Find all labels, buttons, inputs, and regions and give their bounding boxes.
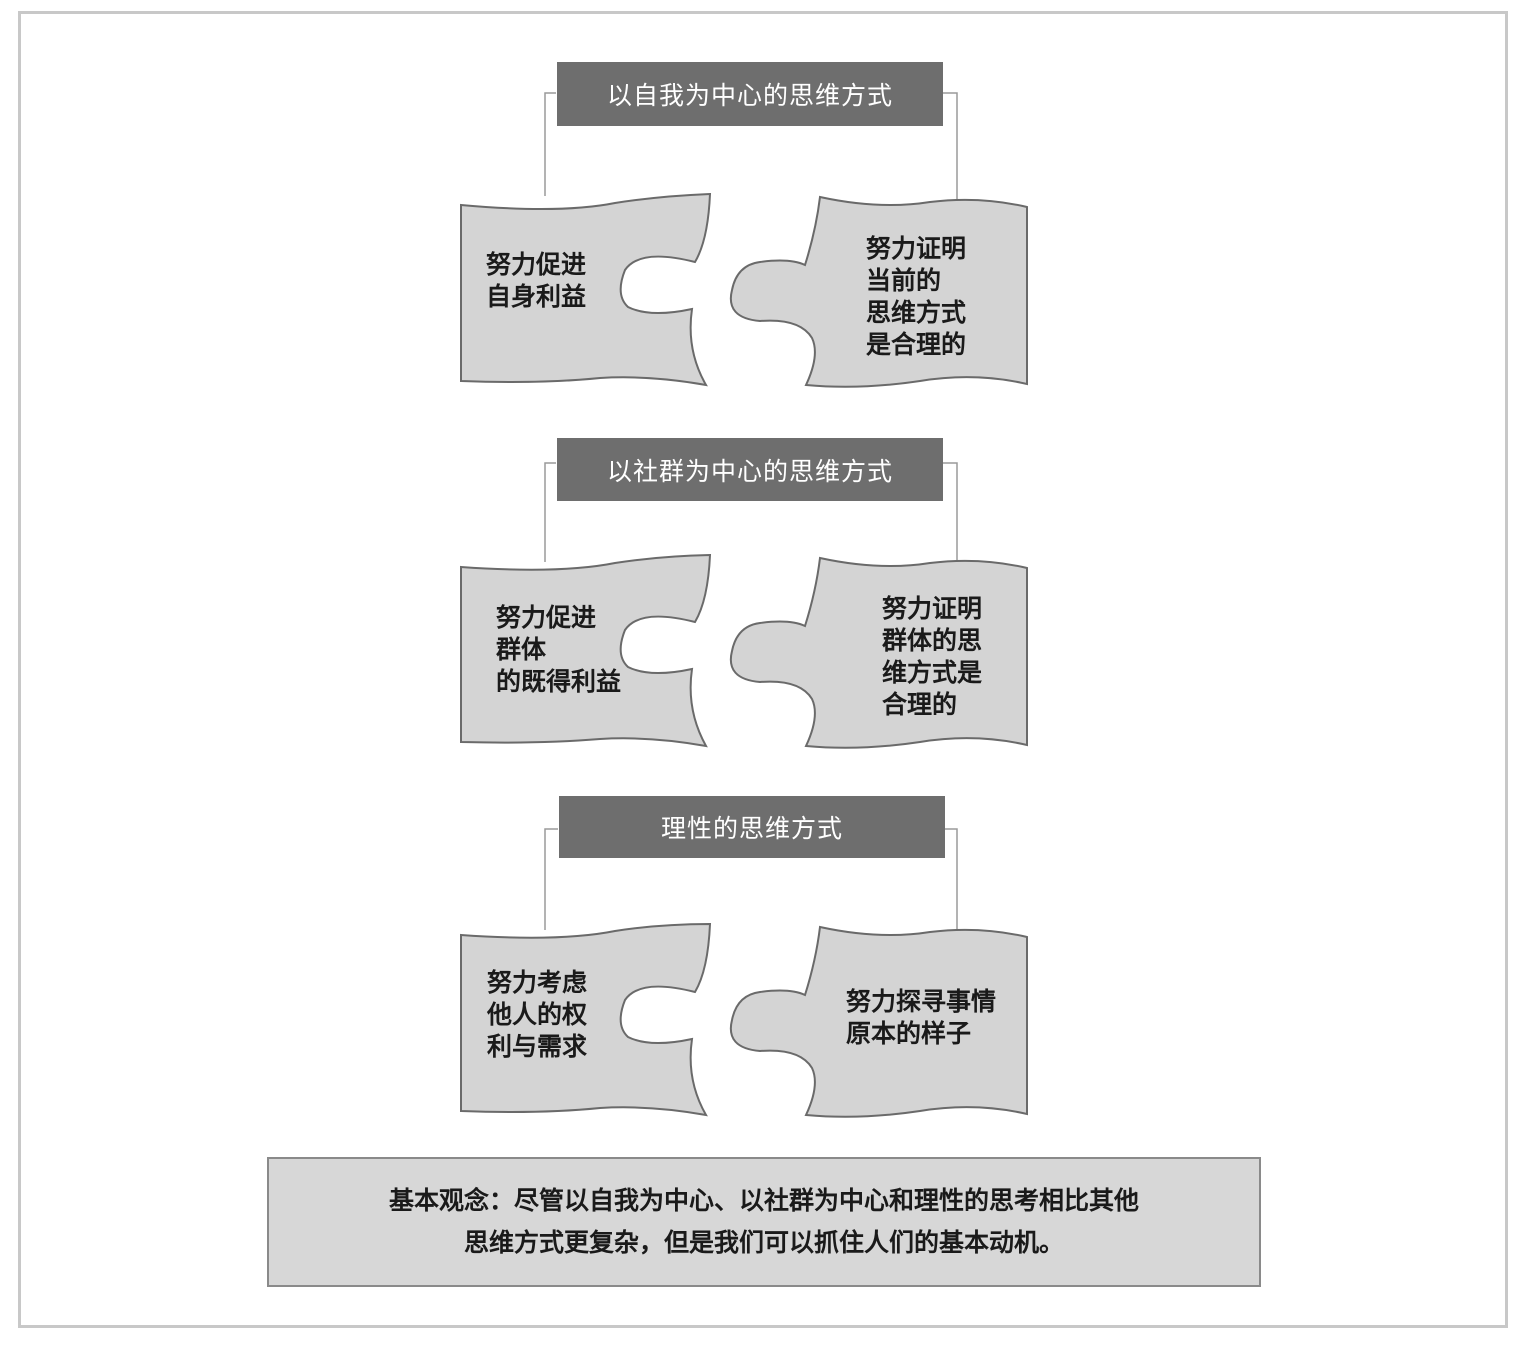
connector-left bbox=[544, 462, 556, 562]
puzzle-piece-left bbox=[460, 553, 712, 748]
connector-right bbox=[943, 92, 958, 202]
puzzle-piece-left bbox=[460, 922, 712, 1117]
right-piece-text: 努力证明 当前的 思维方式 是合理的 bbox=[866, 234, 967, 359]
right-piece-text: 努力证明 群体的思 维方式是 合理的 bbox=[882, 594, 983, 719]
summary-box: 基本观念：尽管以自我为中心、以社群为中心和理性的思考相比其他 思维方式更复杂，但… bbox=[267, 1157, 1261, 1287]
section-1-graphics bbox=[460, 92, 1028, 388]
section-header: 以自我为中心的思维方式 bbox=[557, 62, 943, 126]
puzzle-piece-right bbox=[729, 925, 1028, 1118]
summary-line-1: 基本观念：尽管以自我为中心、以社群为中心和理性的思考相比其他 bbox=[388, 1186, 1139, 1215]
left-piece-text: 努力促进 自身利益 bbox=[486, 250, 587, 311]
section-header: 以社群为中心的思维方式 bbox=[557, 438, 943, 501]
left-piece-text: 努力考虑 他人的权 利与需求 bbox=[487, 968, 588, 1061]
puzzle-piece-right bbox=[729, 195, 1028, 388]
connector-right bbox=[943, 462, 958, 563]
summary-line-2: 思维方式更复杂，但是我们可以抓住人们的基本动机。 bbox=[463, 1228, 1064, 1257]
section-3-graphics bbox=[460, 828, 1028, 1118]
section-header: 理性的思维方式 bbox=[559, 796, 945, 858]
puzzle-piece-right bbox=[729, 556, 1028, 749]
left-piece-text: 努力促进 群体 的既得利益 bbox=[496, 603, 622, 696]
section-2-graphics bbox=[460, 462, 1028, 749]
connector-left bbox=[544, 828, 558, 930]
outer-frame bbox=[18, 11, 1508, 1328]
connector-right bbox=[945, 828, 958, 932]
puzzle-piece-left bbox=[460, 192, 712, 387]
right-piece-text: 努力探寻事情 原本的样子 bbox=[846, 987, 997, 1048]
connector-left bbox=[544, 92, 556, 196]
